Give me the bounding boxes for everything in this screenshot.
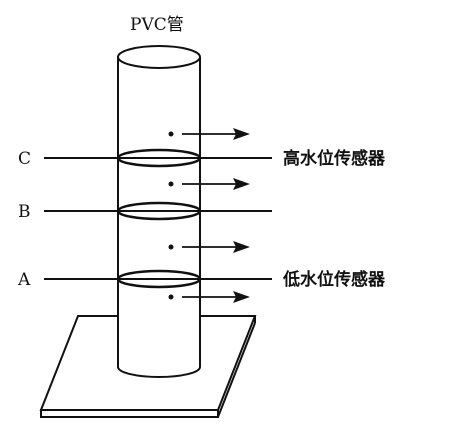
high-level-sensor-label: 高水位传感器 <box>283 148 386 169</box>
pipe-bottom-rim <box>117 366 201 378</box>
flow-arrow <box>168 178 250 190</box>
level-b-ring <box>116 201 202 221</box>
flow-arrows <box>168 128 250 303</box>
level-a-letter: A <box>17 270 31 290</box>
level-c-letter: C <box>18 149 31 169</box>
flow-arrow <box>168 128 250 140</box>
level-a-ring <box>116 269 202 289</box>
level-a: A 低水位传感器 <box>17 269 386 290</box>
level-b-letter: B <box>18 202 31 222</box>
pipe-label: PVC管 <box>130 15 184 35</box>
level-c: C 高水位传感器 <box>18 148 386 169</box>
flow-arrow <box>168 291 250 303</box>
flow-arrow <box>168 241 250 253</box>
level-b: B <box>18 201 272 222</box>
level-c-ring <box>116 148 202 168</box>
pipe-top-rim <box>117 45 201 69</box>
low-level-sensor-label: 低水位传感器 <box>282 269 386 290</box>
